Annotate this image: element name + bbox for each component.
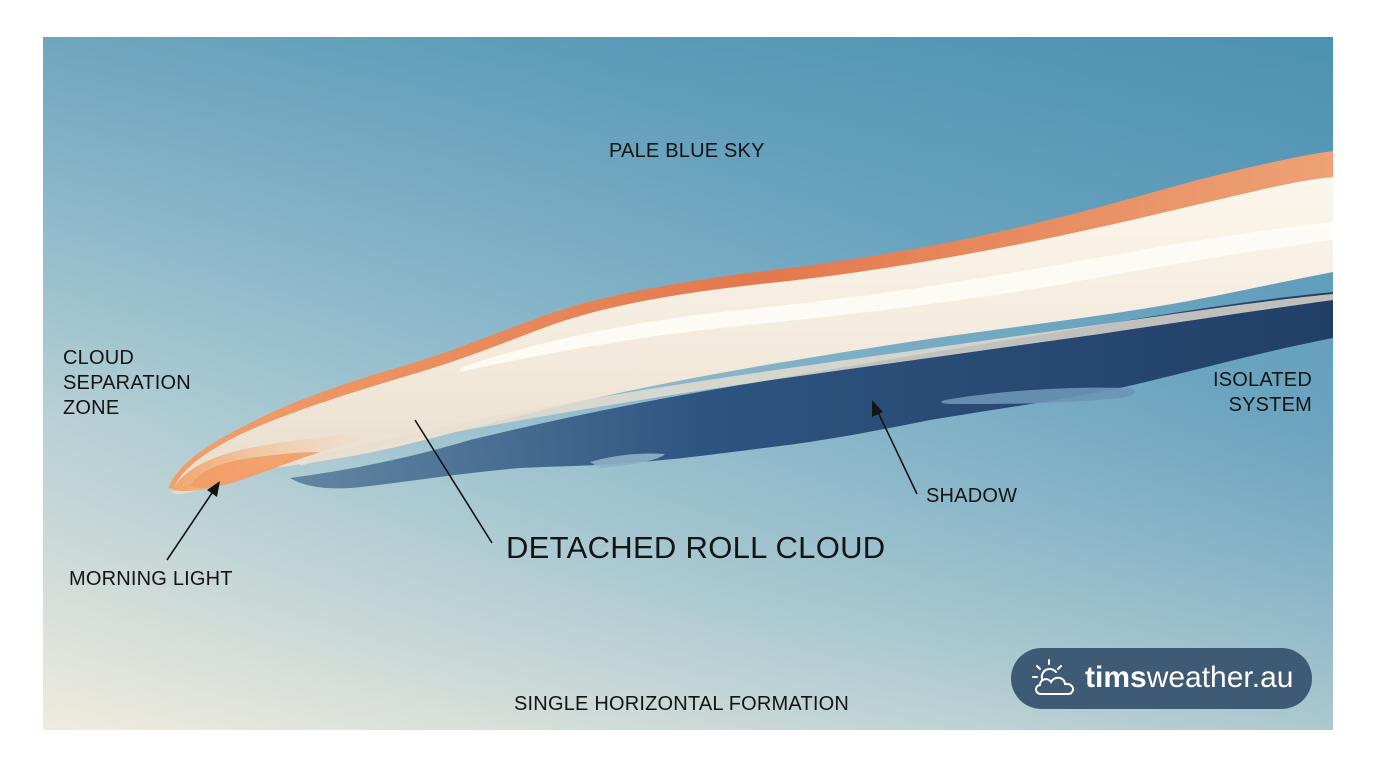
arrow-shadow — [876, 409, 918, 495]
label-shadow: SHADOW — [926, 485, 1018, 507]
brand-name-regular: weather.au — [1146, 661, 1294, 694]
label-line: CLOUD — [63, 347, 135, 369]
arrow-morning-light — [166, 489, 215, 561]
cloud-shadow — [290, 292, 1333, 489]
shadow-wisp — [941, 387, 1136, 404]
label-isolated-system: ISOLATED SYSTEM — [1213, 368, 1312, 418]
arrow-head-shadow — [872, 400, 883, 417]
label-pale-blue-sky: PALE BLUE SKY — [609, 140, 765, 162]
label-line: SEPARATION — [63, 372, 191, 394]
brand-name-bold: tims — [1085, 661, 1147, 694]
shadow-wisp-2 — [590, 453, 665, 468]
label-single-horizontal-formation: SINGLE HORIZONTAL FORMATION — [514, 693, 850, 715]
cloud-body — [172, 177, 1333, 494]
pointer-main — [414, 419, 493, 544]
arrow-head-morning — [207, 481, 220, 497]
sun-behind-cloud-icon — [1032, 659, 1075, 695]
cloud-streak — [300, 294, 1333, 466]
cloud-tip-orange — [190, 452, 320, 489]
cloud-highlight — [460, 222, 1333, 372]
label-line: SYSTEM — [1228, 394, 1312, 416]
brand-badge: timsweather.au — [1011, 648, 1312, 709]
label-cloud-separation-zone: CLOUD SEPARATION ZONE — [63, 346, 191, 421]
annotation-arrows — [166, 409, 918, 561]
label-morning-light: MORNING LIGHT — [69, 568, 233, 590]
label-line: ISOLATED — [1212, 369, 1312, 391]
roll-cloud — [168, 151, 1333, 494]
brand-name: timsweather.au — [1085, 661, 1293, 695]
label-detached-roll-cloud: DETACHED ROLL CLOUD — [506, 530, 886, 565]
label-line: ZONE — [63, 397, 120, 419]
